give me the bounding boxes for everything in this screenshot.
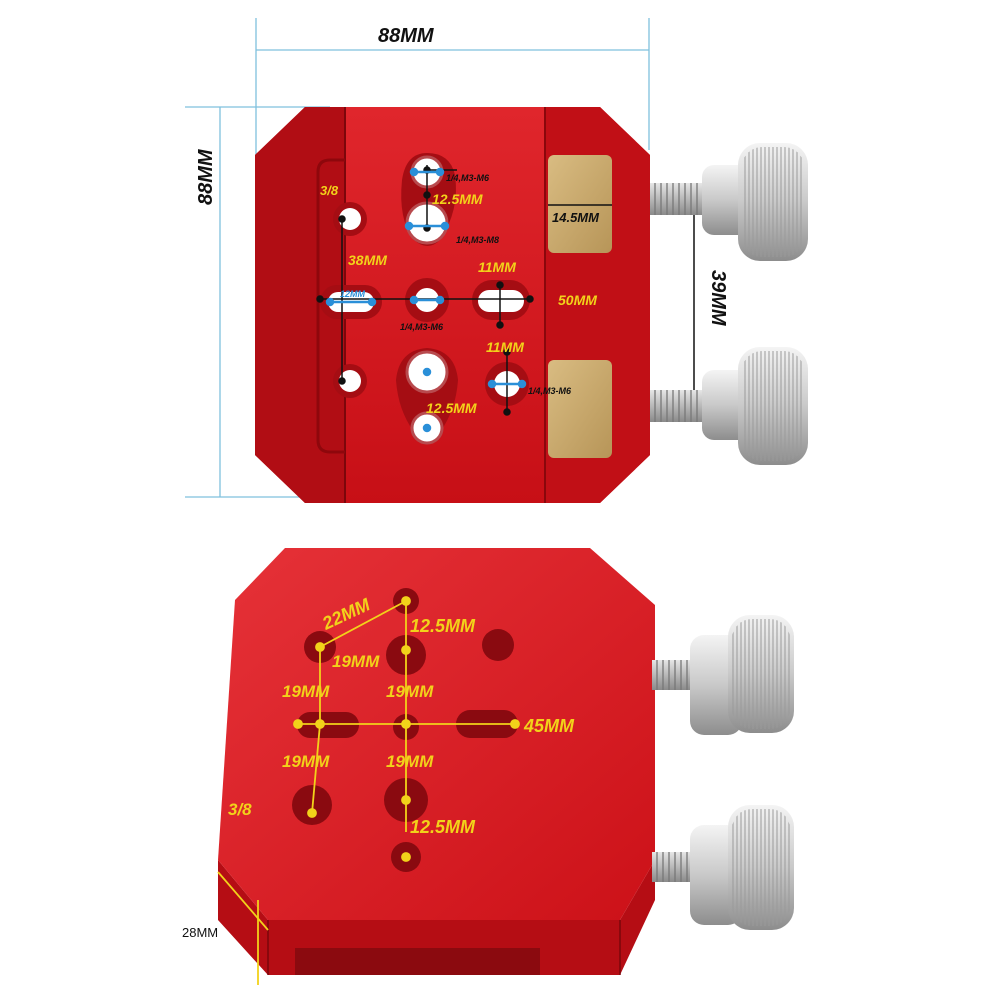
brass-pad-bottom xyxy=(548,360,612,458)
hole-d-label: 1/4,M3-M6 xyxy=(528,386,572,396)
dist-45-label: 45MM xyxy=(523,716,575,736)
markers-blue-top xyxy=(325,167,527,433)
v19-c-label: 19MM xyxy=(386,752,434,771)
dim-height-label: 88MM xyxy=(195,148,217,205)
markers-bottom xyxy=(217,596,520,985)
dimension-lines-top xyxy=(185,18,650,498)
left-rail xyxy=(255,107,345,503)
h19-b-label: 19MM xyxy=(386,682,434,701)
dist-38-label: 38MM xyxy=(348,252,387,268)
v19-a-label: 19MM xyxy=(332,652,380,671)
v19-b-label: 19MM xyxy=(282,752,330,771)
thread-38-label: 3/8 xyxy=(320,183,339,198)
hole-b-label: 1/4,M3-M8 xyxy=(456,235,499,245)
knob-top-1 xyxy=(650,143,808,261)
brass-pad-top xyxy=(548,155,612,253)
pitch-top-label: 12.5MM xyxy=(432,191,483,207)
plate-front-face xyxy=(218,860,655,975)
slot-11b-label: 11MM xyxy=(486,339,524,355)
thread-38-label-b: 3/8 xyxy=(228,800,252,819)
slot-11a-label: 11MM xyxy=(478,259,516,275)
hole-c-label: 1/4,M3-M6 xyxy=(400,322,444,332)
brass-pad-label: 14.5MM xyxy=(552,210,600,225)
top-view: 88MM 88MM 39MM 14.5MM 3/8 38MM 12MM 11MM… xyxy=(185,18,808,503)
plate-body-bottom xyxy=(218,548,655,920)
slot-12-label: 12MM xyxy=(340,289,366,299)
knob-top-2 xyxy=(650,347,808,465)
dist-50-label: 50MM xyxy=(558,292,597,308)
pitch-bottom-label-b: 12.5MM xyxy=(410,817,476,837)
bottom-view: 22MM 12.5MM 19MM 19MM 19MM 45MM 19MM 19M… xyxy=(182,548,794,985)
knob-bottom-2 xyxy=(652,805,794,930)
dim-width-label: 88MM xyxy=(378,25,435,47)
knob-bottom-1 xyxy=(652,615,794,735)
pitch-bottom-label: 12.5MM xyxy=(426,400,477,416)
pitch-top-label-b: 12.5MM xyxy=(410,616,476,636)
h19-a-label: 19MM xyxy=(282,682,330,701)
height-28-label: 28MM xyxy=(182,925,218,940)
hole-a-label: 1/4,M3-M6 xyxy=(446,173,490,183)
dim-knob-spacing-label: 39MM xyxy=(707,270,729,327)
